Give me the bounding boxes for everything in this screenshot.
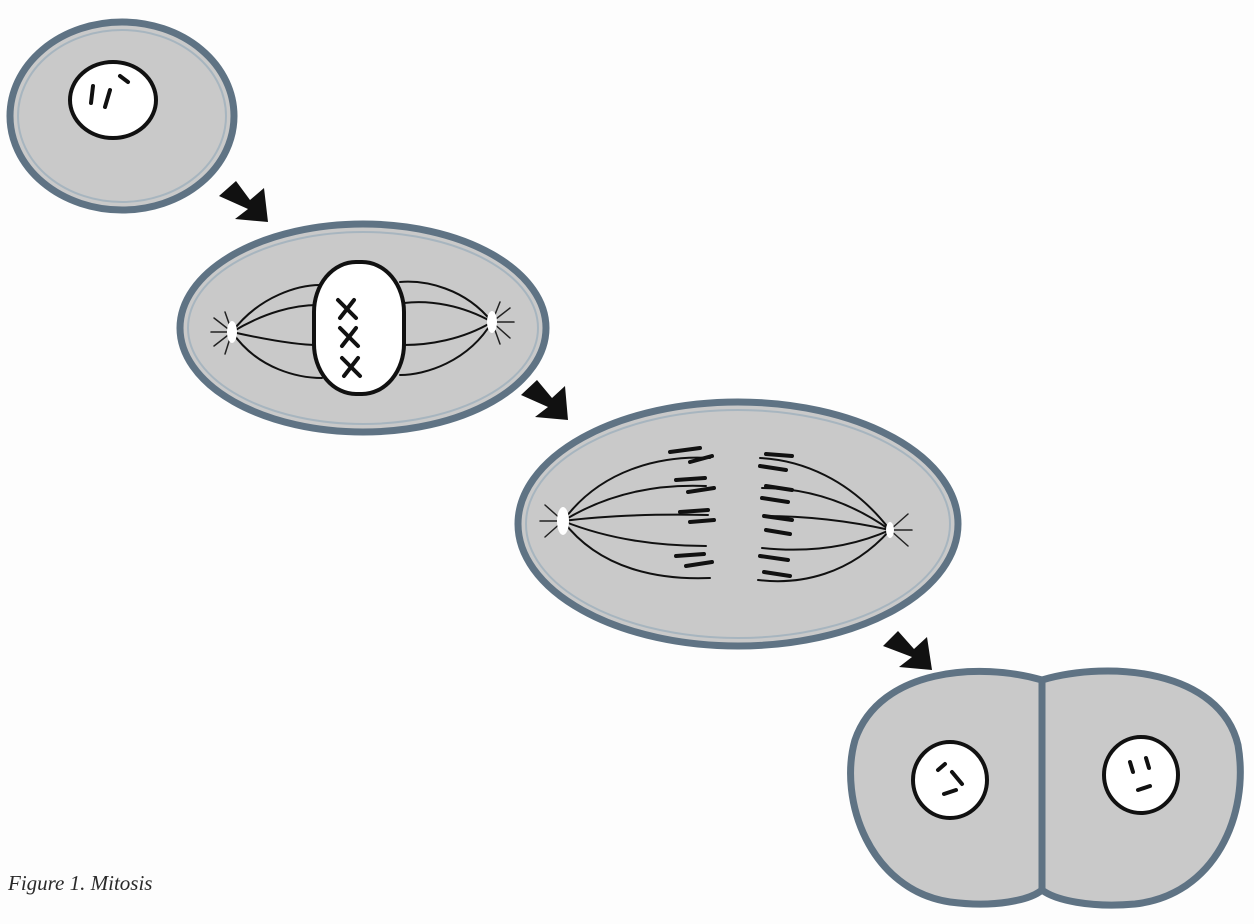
arrow-icon <box>521 380 568 420</box>
centriole <box>886 522 894 538</box>
anaphase-cell <box>518 402 958 646</box>
interphase-cell <box>10 22 234 210</box>
daughter-cells <box>851 671 1241 905</box>
arrow-icon <box>883 631 932 670</box>
chromosome <box>91 86 93 103</box>
centriole <box>557 507 569 535</box>
centriole <box>227 321 237 343</box>
nucleus <box>70 62 156 138</box>
figure-caption: Figure 1. Mitosis <box>8 871 152 896</box>
centriole <box>487 311 497 333</box>
nucleus <box>913 742 987 818</box>
arrow-icon <box>219 181 268 222</box>
metaphase-cell <box>180 224 546 432</box>
nucleus <box>1104 737 1178 813</box>
